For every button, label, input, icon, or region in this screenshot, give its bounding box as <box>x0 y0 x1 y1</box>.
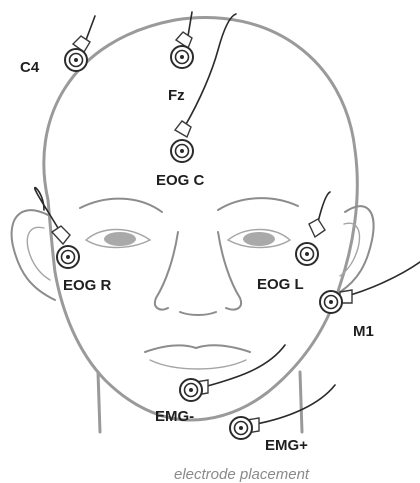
m1-label: M1 <box>353 323 374 340</box>
left-eyebrow <box>218 198 298 210</box>
fz-label: Fz <box>168 87 185 104</box>
eog-l-label: EOG L <box>257 276 304 293</box>
mouth-upper-lip <box>145 345 250 352</box>
left-ear <box>12 210 55 300</box>
eog-c-label: EOG C <box>156 172 205 189</box>
m1-electrode-center <box>329 300 333 304</box>
right-eye-iris <box>104 232 136 246</box>
emg-plus-wire <box>251 385 335 425</box>
c4-wire <box>86 16 95 40</box>
electrode-eog-r <box>52 226 79 268</box>
skull-and-jaw-outline <box>44 18 357 420</box>
emg-minus-label: EMG- <box>155 408 194 425</box>
eog-c-electrode-cone <box>175 121 191 137</box>
electrode-emg-minus <box>180 379 208 401</box>
electrode-emg-plus <box>230 417 259 439</box>
eog-r-electrode-cone <box>52 226 70 244</box>
c4-label: C4 <box>20 59 40 76</box>
eog-c-wire <box>185 14 236 126</box>
eog-l-wire <box>318 192 330 222</box>
caption: electrode placement <box>174 466 310 483</box>
c4-electrode-center <box>74 58 78 62</box>
eog-c-electrode-center <box>180 149 184 153</box>
electrode-eog-c <box>171 121 193 162</box>
left-eye-iris <box>243 232 275 246</box>
emg-minus-electrode-center <box>189 388 193 392</box>
neck-right <box>300 372 302 432</box>
emg-minus-wire <box>200 345 285 388</box>
electrode-fz <box>171 32 193 68</box>
left-ear-inner <box>27 227 50 280</box>
eog-l-electrode-center <box>305 252 309 256</box>
eog-r-electrode-center <box>66 255 70 259</box>
neck-left <box>98 372 100 432</box>
electrode-m1 <box>320 290 352 313</box>
eog-l-electrode-cone <box>309 219 325 237</box>
fz-electrode-center <box>180 55 184 59</box>
mouth-lower-lip <box>150 360 246 369</box>
fz-wire <box>188 12 192 36</box>
nose <box>155 232 241 315</box>
right-ear <box>340 206 374 292</box>
eog-r-label: EOG R <box>63 277 112 294</box>
emg-plus-label: EMG+ <box>265 437 308 454</box>
electrode-c4 <box>65 36 90 71</box>
electrode-eog-l <box>296 219 325 265</box>
emg-plus-electrode-center <box>239 426 243 430</box>
right-eyebrow <box>80 199 162 212</box>
